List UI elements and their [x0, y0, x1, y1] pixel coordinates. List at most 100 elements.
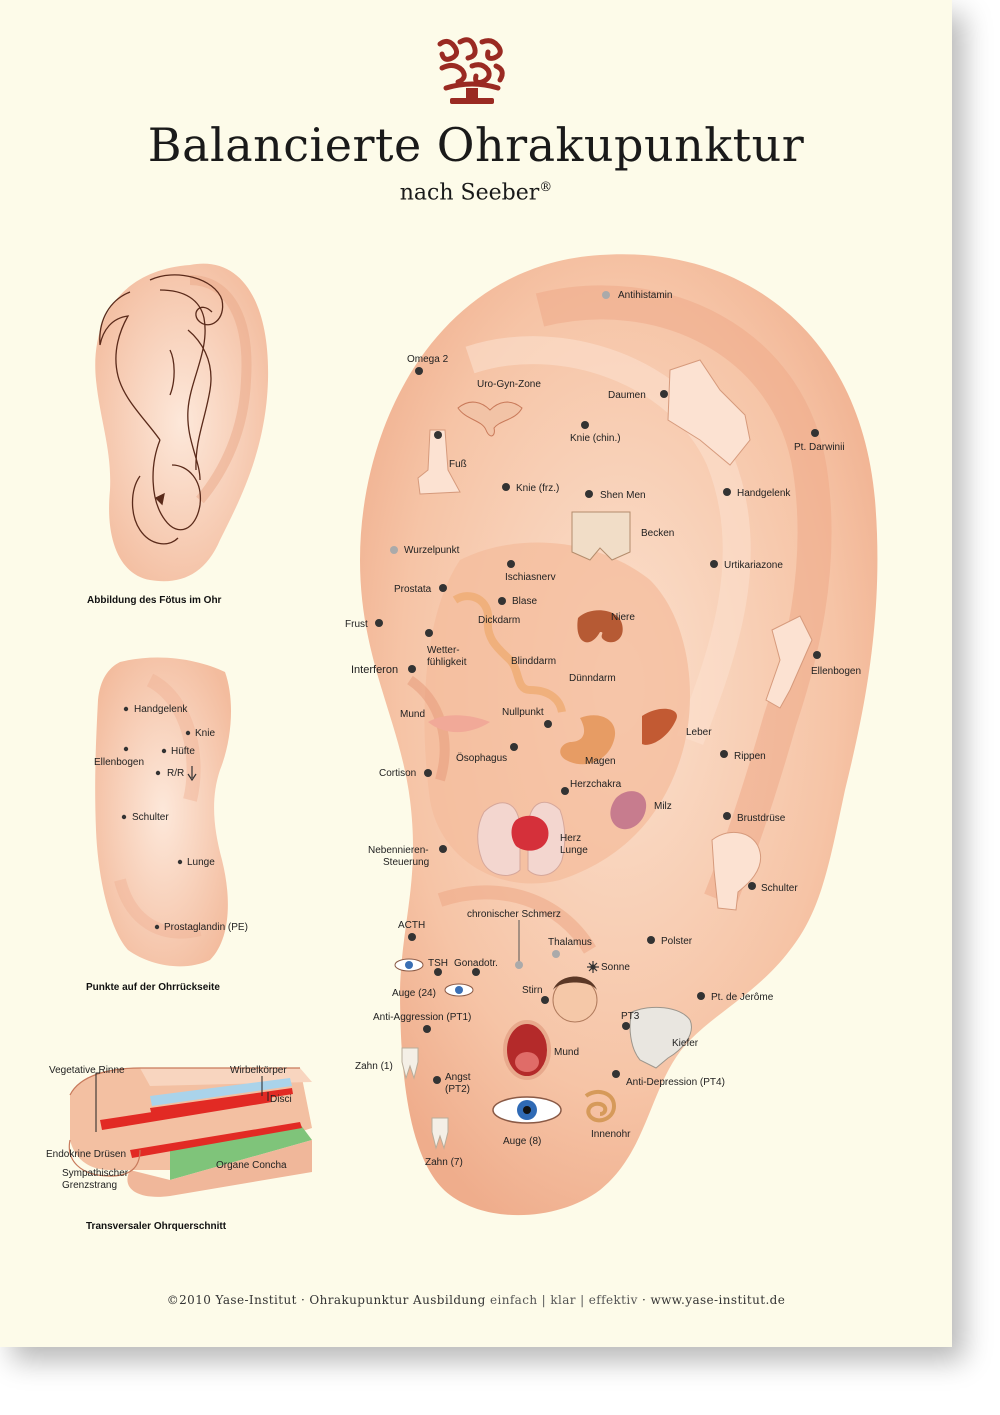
liver-icon: [642, 708, 678, 745]
back-label: Handgelenk: [134, 704, 188, 715]
point-label-stirn: Stirn: [522, 985, 543, 996]
face-icon: [553, 976, 597, 990]
yase-logo-icon: [437, 37, 505, 104]
point-label-blinddarm: Blinddarm: [511, 656, 556, 667]
point-label-innenohr: Innenohr: [591, 1129, 631, 1140]
point-label-ellenbogen: Ellenbogen: [811, 666, 861, 677]
point-label-pt-de-jerome: Pt. de Jerôme: [711, 992, 774, 1003]
point-label-frust: Frust: [345, 619, 368, 630]
eye-icon: [405, 961, 413, 969]
back-caption: Punkte auf der Ohrrückseite: [86, 982, 220, 993]
shoulder-icon: [711, 831, 762, 911]
point-label-pt3: PT3: [621, 1011, 640, 1022]
point-label-auge-24: Auge (24): [392, 988, 436, 999]
cross-label: Vegetative Rinne: [49, 1065, 125, 1076]
point-label-steuerung: Steuerung: [383, 857, 429, 868]
cross-caption: Transversaler Ohrquerschnitt: [86, 1221, 227, 1232]
heart-icon: [511, 815, 549, 851]
lungs-icon: [477, 802, 521, 876]
fetus-ear-illustration: [95, 263, 269, 582]
organ-illustrations: [394, 359, 813, 1150]
point-label-fuss: Fuß: [449, 459, 467, 470]
back-label: Prostaglandin (PE): [164, 922, 248, 933]
point-label-niere: Niere: [611, 612, 635, 623]
point-label-pt-darwinii: Pt. Darwinii: [794, 442, 845, 453]
point-label-knie-frz: Knie (frz.): [516, 483, 559, 494]
kidney-icon: [577, 610, 623, 643]
point-label-sonne: Sonne: [601, 962, 630, 973]
eye-icon: [523, 1106, 531, 1114]
cross-leader-lines: [95, 1072, 269, 1132]
point-label-milz: Milz: [654, 801, 672, 812]
hand-icon: [667, 359, 751, 466]
point-label-magen: Magen: [585, 756, 616, 767]
cross-label: Endokrine Drüsen: [46, 1149, 126, 1160]
point-label-herzchakra: Herzchakra: [570, 779, 622, 790]
cross-section-illustration: [68, 1067, 312, 1197]
point-label-mund-lower: Mund: [554, 1047, 579, 1058]
point-label-kiefer: Kiefer: [672, 1038, 699, 1049]
tooth-icon: [431, 1117, 449, 1150]
point-label-fuehligkeit: fühligkeit: [427, 657, 467, 668]
point-label-handgelenk: Handgelenk: [737, 488, 791, 499]
point-label-brustdruese: Brustdrüse: [737, 813, 786, 824]
point-label-nebennieren: Nebennieren-: [368, 845, 429, 856]
back-label: Schulter: [132, 812, 169, 823]
point-label-urtikariazone: Urtikariazone: [724, 560, 783, 571]
point-label-zahn-7: Zahn (7): [425, 1157, 463, 1168]
point-label-herz: Herz: [560, 833, 581, 844]
point-label-leber: Leber: [686, 727, 712, 738]
point-label-ischiasnerv: Ischiasnerv: [505, 572, 556, 583]
subtitle-text: nach Seeber: [399, 180, 540, 206]
cross-label: Sympathischer: [62, 1168, 129, 1179]
point-label-chronischer-schmerz: chronischer Schmerz: [467, 909, 561, 920]
back-label: R/R: [167, 768, 184, 779]
point-label-nullpunkt: Nullpunkt: [502, 707, 544, 718]
fetus-caption: Abbildung des Fötus im Ohr: [87, 595, 222, 606]
point-label-blase: Blase: [512, 596, 537, 607]
uterus-icon: [457, 401, 523, 437]
point-label-prostata: Prostata: [394, 584, 432, 595]
point-label-tsh: TSH: [428, 958, 448, 969]
foot-icon: [417, 429, 461, 495]
registered-mark: ®: [539, 180, 553, 195]
elbow-icon: [765, 615, 813, 709]
point-label-rippen: Rippen: [734, 751, 766, 762]
point-label-duenndarm: Dünndarm: [569, 673, 616, 684]
point-label-pt2: (PT2): [445, 1084, 470, 1095]
skull-icon: [629, 1006, 692, 1069]
point-label-schulter: Schulter: [761, 883, 798, 894]
page-title: Balancierte Ohrakupunktur: [147, 118, 805, 172]
footer-url[interactable]: · www.yase-institut.de: [642, 1293, 786, 1307]
footer-copyright: ©2010 Yase-Institut · Ohrakupunktur Ausb…: [166, 1293, 486, 1307]
point-label-anti-depression: Anti-Depression (PT4): [626, 1077, 725, 1088]
back-label: Lunge: [187, 857, 215, 868]
mouth-icon: [515, 1052, 539, 1072]
cross-label: Disci: [270, 1094, 292, 1105]
sun-icon: [587, 961, 599, 973]
pelvis-icon: [571, 511, 631, 561]
back-label: Knie: [195, 728, 215, 739]
eye-icon: [455, 986, 463, 994]
footer-slogan: einfach | klar | effektiv: [489, 1293, 638, 1307]
spleen-icon: [610, 791, 647, 830]
inner-ear-icon: [584, 1089, 617, 1123]
back-points: [121, 706, 197, 930]
point-label-anti-aggression: Anti-Aggression (PT1): [373, 1012, 471, 1023]
point-label-auge-8: Auge (8): [503, 1136, 541, 1147]
lips-icon: [428, 715, 490, 733]
point-label-knie-chin: Knie (chin.): [570, 433, 621, 444]
point-label-uro-gyn-zone: Uro-Gyn-Zone: [477, 379, 541, 390]
point-label-gonadotr: Gonadotr.: [454, 958, 498, 969]
point-label-dickdarm: Dickdarm: [478, 615, 520, 626]
cross-label: Organe Concha: [216, 1160, 287, 1171]
point-label-wetter: Wetter-: [427, 645, 460, 656]
cross-label: Grenzstrang: [62, 1180, 117, 1191]
page-subtitle: nach Seeber®: [0, 180, 952, 205]
point-label-mund-upper: Mund: [400, 709, 425, 720]
poster: Balancierte Ohrakupunktur nach Seeber®: [0, 0, 952, 1347]
back-label: Ellenbogen: [94, 757, 144, 768]
ear-labels: Antihistamin Omega 2 Uro-Gyn-Zone Daumen…: [345, 290, 861, 1168]
point-label-interferon: Interferon: [351, 664, 398, 676]
point-label-polster: Polster: [661, 936, 693, 947]
